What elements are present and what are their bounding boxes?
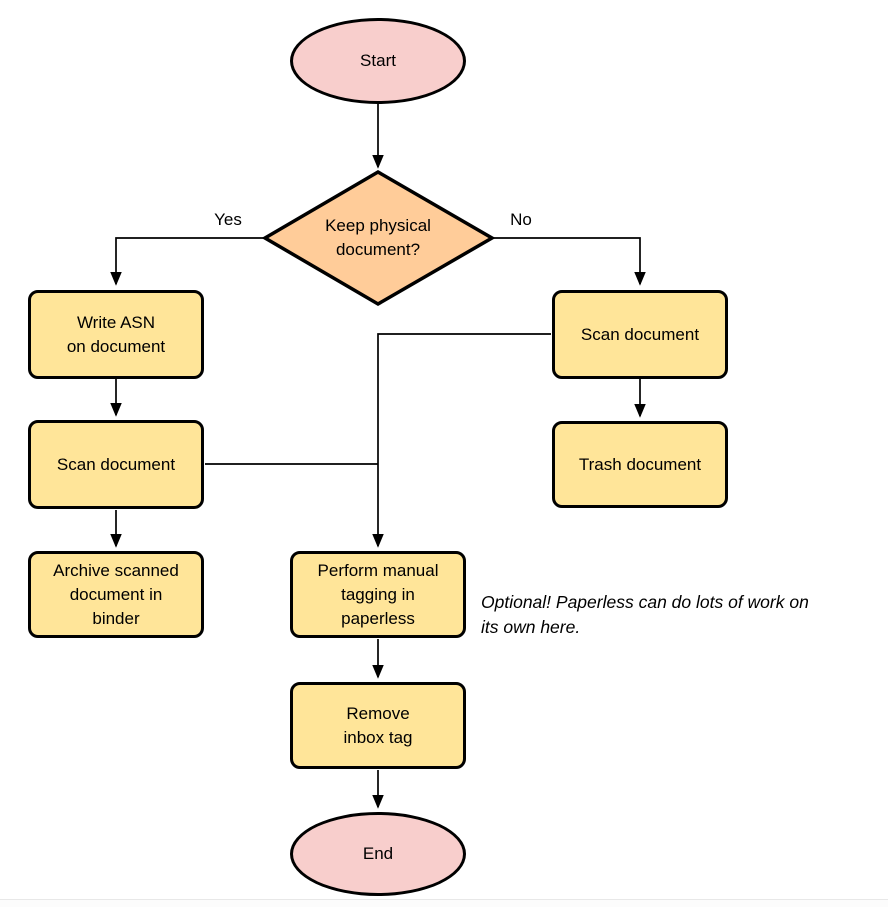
node-start-label: Start	[360, 51, 396, 70]
node-write-asn-label: Write ASN on document	[66, 312, 166, 356]
decision-diamond-shape	[261, 169, 496, 307]
node-end-label: End	[362, 844, 394, 863]
node-scan-document-left: Scan document	[28, 420, 204, 509]
node-decision-label: Keep physical document?	[325, 216, 431, 259]
node-scan-document-left-label: Scan document	[56, 454, 176, 474]
page-bottom-edge	[0, 899, 888, 907]
node-manual-tagging-label: Perform manual tagging in paperless	[317, 560, 439, 628]
optional-annotation-text: Optional! Paperless can do lots of work …	[481, 592, 809, 637]
edge-decision-yes-to-write-asn	[116, 237, 264, 284]
edge-label-yes: Yes	[214, 210, 242, 229]
edge-scan-right-to-tagging	[378, 333, 551, 546]
node-archive-in-binder-label: Archive scanned document in binder	[53, 560, 179, 628]
edge-decision-no-to-scan-right	[492, 237, 640, 284]
edge-label-no: No	[510, 210, 532, 229]
node-archive-in-binder: Archive scanned document in binder	[28, 551, 204, 638]
node-remove-inbox-tag: Remove inbox tag	[290, 682, 466, 769]
node-manual-tagging: Perform manual tagging in paperless	[290, 551, 466, 638]
node-trash-document-label: Trash document	[578, 454, 702, 474]
node-remove-inbox-tag-label: Remove inbox tag	[343, 703, 413, 747]
node-end: End	[290, 812, 466, 896]
node-write-asn: Write ASN on document	[28, 290, 204, 379]
node-start: Start	[290, 18, 466, 104]
node-trash-document: Trash document	[552, 421, 728, 508]
node-scan-document-right: Scan document	[552, 290, 728, 379]
node-scan-document-right-label: Scan document	[580, 324, 700, 344]
